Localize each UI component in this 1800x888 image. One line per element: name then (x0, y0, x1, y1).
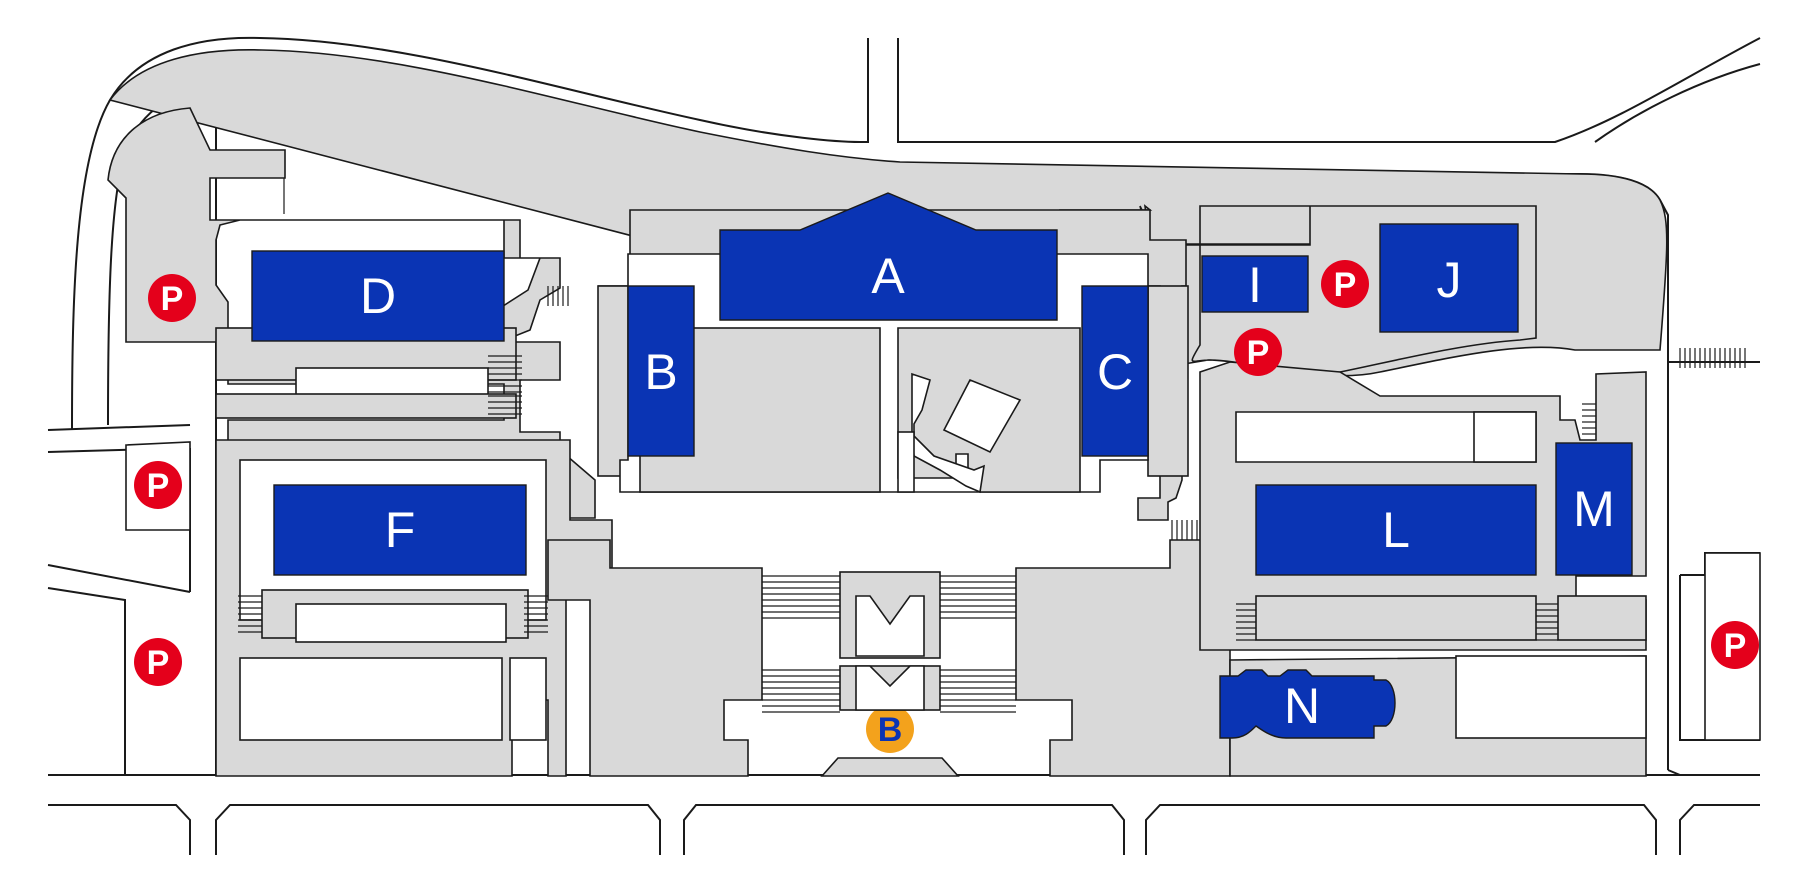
building-m[interactable]: M (1555, 442, 1633, 576)
building-l-label: L (1382, 502, 1410, 558)
stairs (238, 178, 1746, 713)
buildings: A B C D F I J L (251, 192, 1633, 739)
building-n[interactable]: N (1219, 669, 1396, 739)
parking-marker[interactable]: P (134, 638, 182, 686)
parking-marker-label: P (1724, 627, 1747, 665)
building-i-label: I (1248, 257, 1262, 313)
building-f[interactable]: F (273, 484, 527, 576)
parking-marker-label: P (147, 644, 170, 682)
building-b[interactable]: B (627, 285, 695, 457)
building-a[interactable]: A (719, 192, 1058, 321)
parking-marker-label: P (147, 467, 170, 505)
parking-marker-label: P (1334, 266, 1357, 304)
building-j-label: J (1437, 252, 1462, 308)
building-i[interactable]: I (1201, 255, 1309, 313)
parking-marker[interactable]: P (134, 461, 182, 509)
parking-marker-label: P (161, 280, 184, 318)
parking-marker[interactable]: P (148, 274, 196, 322)
parking-marker-label: P (1247, 334, 1270, 372)
building-n-label: N (1284, 678, 1320, 734)
building-l[interactable]: L (1255, 484, 1537, 576)
lower-plaza (820, 571, 960, 777)
building-b-label: B (644, 344, 677, 400)
bus-stop-marker-label: B (878, 711, 903, 749)
bus-stop-marker[interactable]: B (866, 705, 914, 753)
parking-marker[interactable]: P (1711, 621, 1759, 669)
building-d-label: D (360, 268, 396, 324)
parking-marker[interactable]: P (1234, 328, 1282, 376)
building-c-label: C (1097, 344, 1133, 400)
building-m-label: M (1573, 481, 1615, 537)
building-d[interactable]: D (251, 250, 505, 342)
building-f-label: F (385, 502, 416, 558)
parking-marker[interactable]: P (1321, 260, 1369, 308)
building-j[interactable]: J (1379, 223, 1519, 333)
building-a-label: A (871, 248, 905, 304)
markers: P P P P P P B (134, 260, 1759, 753)
building-c[interactable]: C (1081, 285, 1149, 457)
